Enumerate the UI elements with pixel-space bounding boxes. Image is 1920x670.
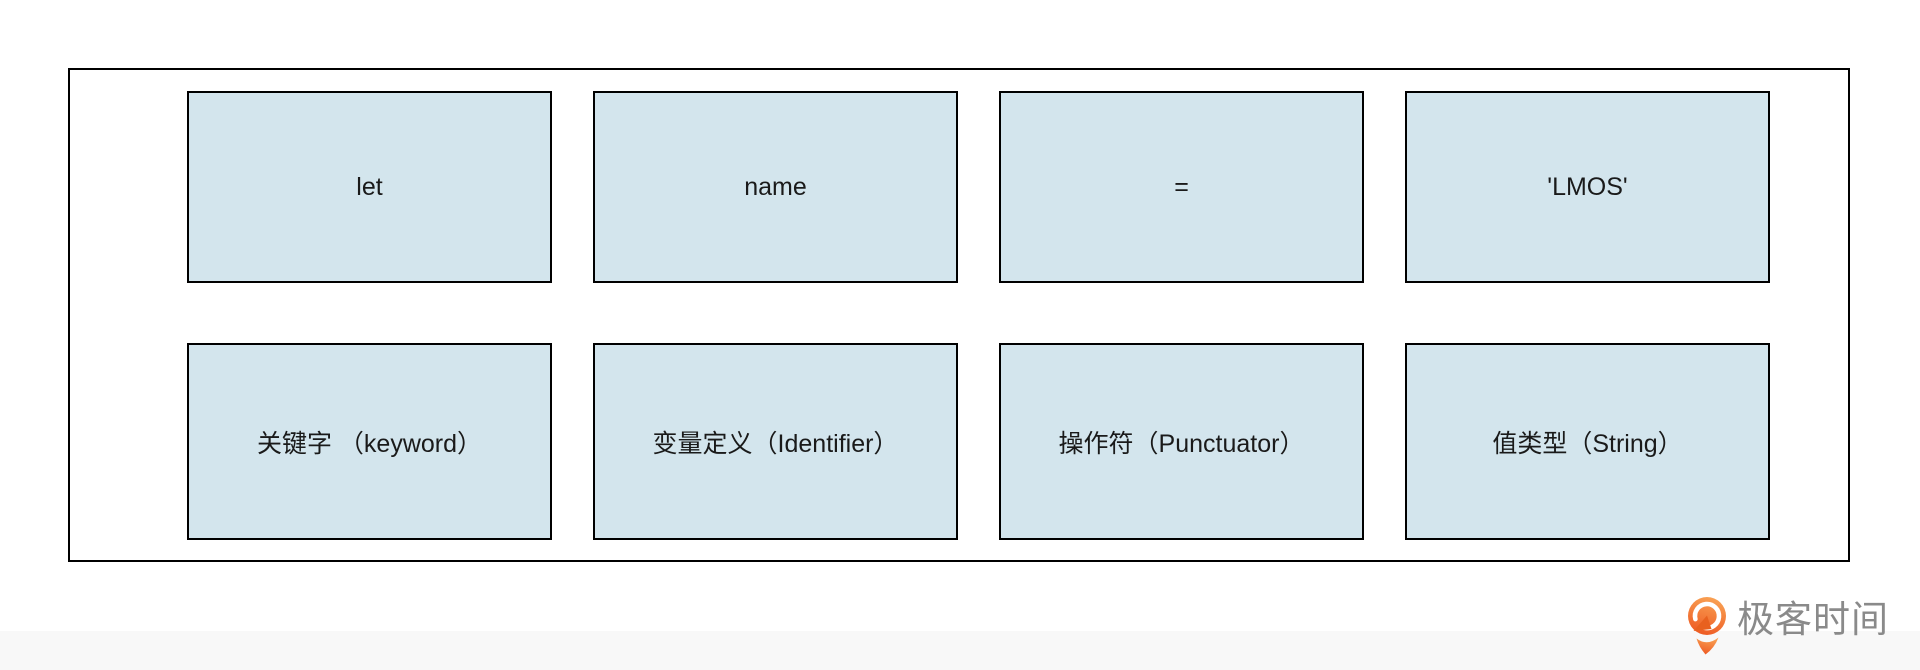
token-type-label: 关键字 （keyword） xyxy=(256,429,483,458)
token-type-label: 操作符（Punctuator） xyxy=(1058,429,1305,458)
token-type-box-string: 值类型（String） xyxy=(1405,343,1770,540)
token-type-label: 值类型（String） xyxy=(1492,429,1683,458)
token-type-label: 变量定义（Identifier） xyxy=(652,429,899,458)
brand-name: 极客时间 xyxy=(1737,598,1889,640)
token-label: name xyxy=(744,172,807,201)
token-box-equals: = xyxy=(999,91,1364,283)
brand-logo: 极客时间 xyxy=(1688,597,1889,655)
token-type-box-punctuator: 操作符（Punctuator） xyxy=(999,343,1364,540)
diagram-frame: let name = 'LMOS' 关键字 （keyword） 变量定义（Ide… xyxy=(68,68,1850,562)
token-type-box-identifier: 变量定义（Identifier） xyxy=(593,343,958,540)
token-label: 'LMOS' xyxy=(1547,172,1628,201)
token-box-string-literal: 'LMOS' xyxy=(1405,91,1770,283)
token-box-let: let xyxy=(187,91,552,283)
token-label: let xyxy=(356,172,383,201)
footer-band xyxy=(0,631,1920,670)
token-box-name: name xyxy=(593,91,958,283)
token-label: = xyxy=(1174,172,1189,201)
geektime-pin-icon xyxy=(1688,597,1726,655)
token-type-box-keyword: 关键字 （keyword） xyxy=(187,343,552,540)
